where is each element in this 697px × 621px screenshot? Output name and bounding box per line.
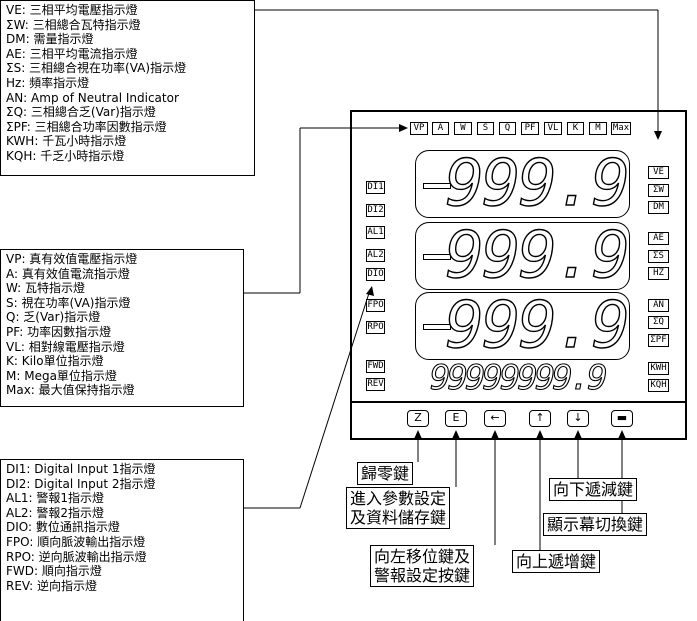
indicator-fwd: FWD [366, 360, 385, 373]
indicator-m: M [589, 122, 607, 135]
down-arrow-key[interactable]: ↓ [567, 410, 589, 427]
label-up-key: 向上遞增鍵 [512, 550, 601, 573]
indicator-kwh: KWH [648, 362, 669, 375]
legend-line: PF: 功率因數指示燈 [6, 324, 112, 339]
legend-line: ΣQ: 三相總合乏(Var)指示燈 [6, 105, 156, 120]
legend-line: S: 視在功率(VA)指示燈 [6, 295, 131, 310]
indicator-s: S [477, 122, 494, 135]
legend-line: DM: 需量指示燈 [6, 32, 94, 47]
enter-key[interactable]: E [445, 410, 467, 427]
label-zero-key: 歸零鍵 [357, 462, 414, 485]
indicator-fpo: FPO [366, 299, 385, 312]
legend-line: VE: 三相平均電壓指示燈 [6, 3, 138, 17]
legend-line: A: 真有效值電流指示燈 [6, 266, 130, 281]
indicator-max: Max [611, 122, 631, 135]
legend-line: FWD: 順向指示燈 [6, 564, 102, 579]
legend-line: VP: 真有效值電壓指示燈 [6, 252, 138, 266]
label-down-key: 向下遞減鍵 [549, 478, 638, 501]
legend-right-indicators: VE: 三相平均電壓指示燈 ΣW: 三相總合瓦特指示燈 DM: 需量指示燈 AE… [0, 0, 255, 176]
legend-line: ΣW: 三相總合瓦特指示燈 [6, 17, 141, 32]
indicator-al2: AL2 [366, 249, 385, 262]
display-row-2: 999.9 [445, 219, 631, 293]
indicator-sigma-pf: ΣPF [648, 334, 669, 347]
indicator-w: W [454, 122, 472, 135]
indicator-ve: VE [648, 166, 669, 179]
zero-key[interactable]: Z [407, 410, 429, 427]
indicator-kqh: KQH [648, 379, 669, 392]
display-switch-key[interactable]: ▬ [611, 410, 633, 427]
meter-panel [350, 110, 687, 440]
panel-divider [350, 401, 687, 403]
legend-line: DI2: Digital Input 2指示燈 [6, 476, 156, 491]
legend-line: REV: 逆向指示燈 [6, 578, 98, 593]
minus-segment-1 [423, 183, 451, 189]
indicator-vl: VL [544, 122, 562, 135]
legend-line: Hz: 頻率指示燈 [6, 75, 90, 90]
label-enter-line-2: 及資料儲存鍵 [350, 508, 447, 527]
indicator-an: AN [648, 299, 669, 312]
indicator-sigma-w: ΣW [648, 184, 669, 197]
minus-segment-2 [423, 254, 451, 260]
display-window-2 [415, 222, 630, 290]
indicator-q: Q [499, 122, 516, 135]
legend-top-indicators: VP: 真有效值電壓指示燈 A: 真有效值電流指示燈 W: 瓦特指示燈 S: 視… [0, 249, 244, 407]
indicator-pf: PF [521, 122, 539, 135]
indicator-ae: AE [648, 232, 669, 245]
indicator-sigma-s: ΣS [648, 250, 669, 263]
indicator-k: K [567, 122, 584, 135]
legend-line: Max: 最大值保持指示燈 [6, 383, 135, 398]
legend-line: W: 瓦特指示燈 [6, 281, 86, 296]
legend-line: M: Mega單位指示燈 [6, 368, 117, 383]
indicator-di1: DI1 [366, 181, 385, 194]
energy-display: 99999999.9 [429, 358, 608, 398]
label-switch-key: 顯示幕切換鍵 [543, 513, 648, 536]
legend-line: DI1: Digital Input 1指示燈 [6, 462, 156, 476]
display-row-3: 999.9 [445, 289, 631, 363]
indicator-rpo: RPO [366, 321, 385, 334]
legend-line: AN: Amp of Neutral Indicator [6, 90, 179, 105]
legend-line: ΣS: 三相總合視在功率(VA)指示燈 [6, 61, 187, 76]
indicator-a: A [432, 122, 449, 135]
legend-line: KWH: 千瓦小時指示燈 [6, 134, 127, 149]
indicator-dio: DIO [366, 268, 385, 281]
legend-line: AE: 三相平均電流指示燈 [6, 46, 138, 61]
minus-segment-3 [423, 324, 451, 330]
legend-line: DIO: 數位通訊指示燈 [6, 520, 120, 535]
legend-line: AL1: 警報1指示燈 [6, 491, 105, 506]
legend-line: Q: 乏(Var)指示燈 [6, 310, 101, 325]
label-enter-line-1: 進入參數設定 [350, 489, 447, 508]
label-left-key: 向左移位鍵及 警報設定按鍵 [370, 545, 475, 587]
display-window-3 [415, 292, 630, 360]
legend-line: FPO: 順向脈波輸出指示燈 [6, 534, 146, 549]
legend-line: RPO: 逆向脈波輸出指示燈 [6, 549, 147, 564]
label-left-line-2: 警報設定按鍵 [374, 566, 471, 585]
legend-line: ΣPF: 三相總合功率因數指示燈 [6, 119, 167, 134]
display-window-1 [415, 150, 630, 218]
indicator-al1: AL1 [366, 226, 385, 239]
indicator-sigma-q: ΣQ [648, 316, 669, 329]
label-left-line-1: 向左移位鍵及 [374, 547, 471, 566]
indicator-di2: DI2 [366, 204, 385, 217]
legend-line: K: Kilo單位指示燈 [6, 354, 104, 369]
indicator-rev: REV [366, 378, 385, 391]
label-enter-key: 進入參數設定 及資料儲存鍵 [346, 487, 451, 529]
legend-line: AL2: 警報2指示燈 [6, 505, 105, 520]
legend-line: KQH: 千乏小時指示燈 [6, 148, 125, 163]
up-arrow-key[interactable]: ↑ [529, 410, 551, 427]
indicator-hz: HZ [648, 267, 669, 280]
display-row-1: 999.9 [445, 147, 631, 221]
legend-left-indicators: DI1: Digital Input 1指示燈 DI2: Digital Inp… [0, 459, 244, 621]
indicator-dm: DM [648, 201, 669, 214]
indicator-vp: VP [410, 122, 428, 135]
left-arrow-key[interactable]: ← [484, 410, 506, 427]
legend-line: VL: 相對線電壓指示燈 [6, 339, 125, 354]
